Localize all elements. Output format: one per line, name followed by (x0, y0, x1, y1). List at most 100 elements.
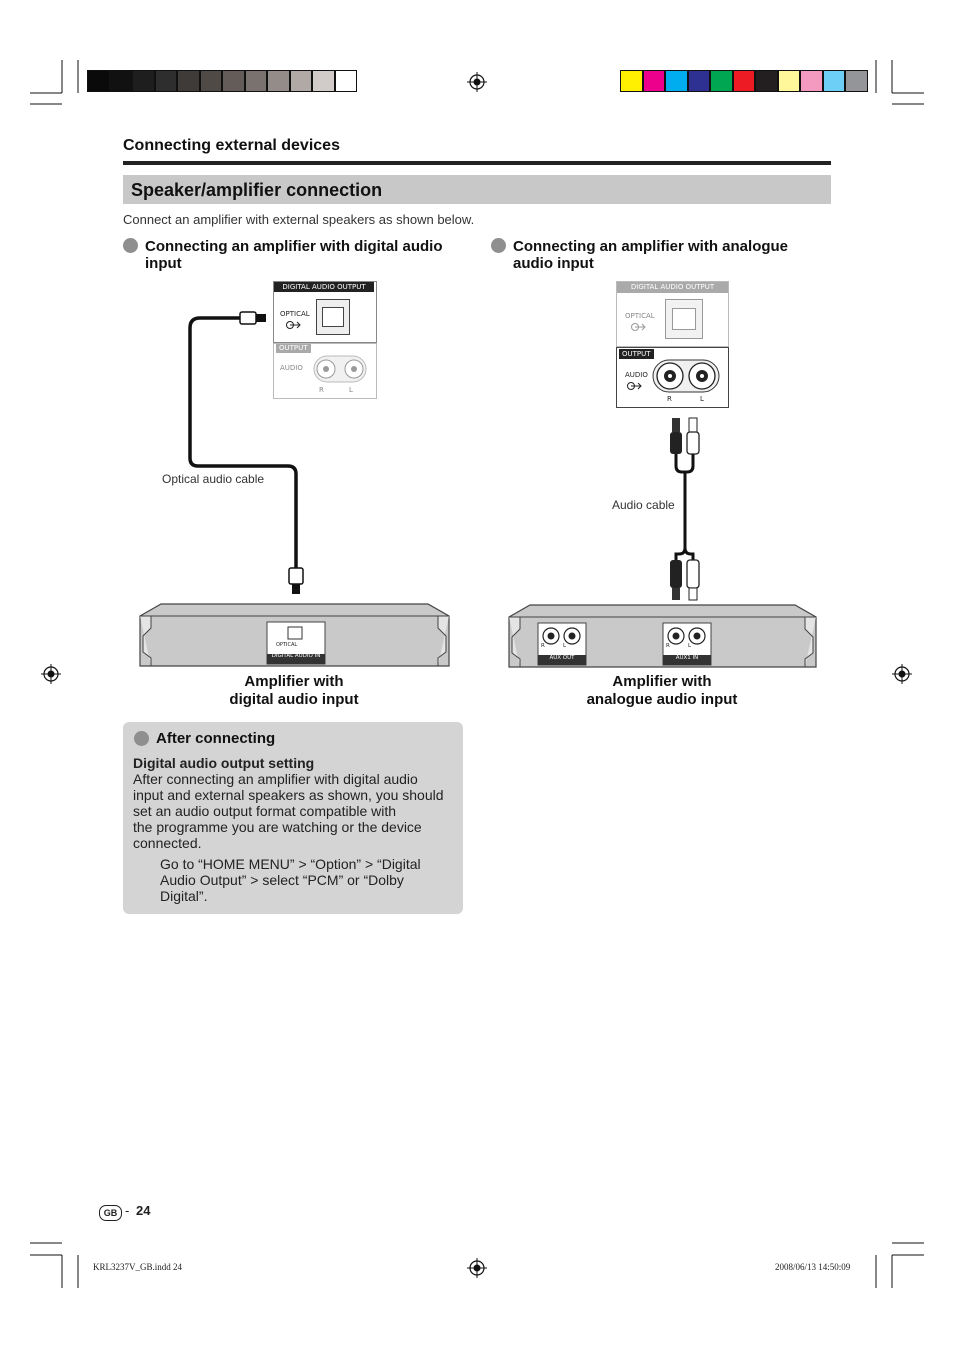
aux1-in-r-label: R (666, 643, 670, 649)
color-swatch (777, 70, 800, 92)
left-heading: Connecting an amplifier with digital aud… (145, 238, 443, 272)
aux1-in-label: AUX1 IN (675, 655, 699, 661)
right-caption-line2: analogue audio input (586, 691, 738, 708)
gray-swatch (334, 70, 357, 92)
intro-text: Connect an amplifier with external speak… (123, 212, 475, 227)
right-heading-line2: audio input (513, 255, 594, 272)
left-caption-line2: digital audio input (229, 691, 359, 708)
aux-out-l-label: L (563, 643, 567, 649)
panel-output-header: OUTPUT (619, 349, 654, 359)
after-connecting-box (123, 722, 463, 914)
optical-port (665, 299, 703, 339)
gray-swatch (312, 70, 335, 92)
gray-swatch (199, 70, 222, 92)
optical-cable-label: Optical audio cable (162, 472, 265, 486)
bullet-icon (491, 238, 506, 253)
color-swatch (642, 70, 665, 92)
jack-l-label: L (349, 386, 353, 394)
left-caption-line1: Amplifier with (244, 673, 344, 690)
aux-out-label: AUX OUT (549, 655, 575, 661)
registration-target-icon (467, 72, 487, 92)
left-heading-line1: Connecting an amplifier with digital aud… (145, 238, 443, 255)
page-number: 24 (136, 1203, 151, 1218)
color-swatch (800, 70, 823, 92)
note-subtitle: Digital audio output setting (133, 755, 315, 771)
note-body-line: After connecting an amplifier with digit… (133, 771, 418, 787)
amp-digital-audio-in-label: DIGITAL AUDIO IN (271, 653, 321, 659)
note-instruction: Go to “HOME MENU” > “Option” > “Digital … (160, 856, 455, 904)
gray-swatch (154, 70, 177, 92)
note-body: After connecting an amplifier with digit… (133, 771, 458, 851)
gray-swatch (267, 70, 290, 92)
jack-r-label: R (319, 386, 324, 394)
optical-label: OPTICAL (625, 312, 655, 320)
note-instruction-line: Digital”. (160, 888, 208, 904)
jack-l-label: L (700, 395, 704, 403)
amplifier-digital (139, 603, 450, 667)
color-swatch (687, 70, 710, 92)
audio-cable-label: Audio cable (612, 498, 675, 512)
note-title: After connecting (156, 730, 276, 747)
gray-swatch (177, 70, 200, 92)
print-file-name: KRL3237V_GB.indd 24 (93, 1262, 183, 1272)
rca-audio-cable (670, 417, 700, 601)
right-heading: Connecting an amplifier with analogue au… (513, 238, 788, 272)
gray-swatch (109, 70, 132, 92)
audio-label: AUDIO (625, 371, 648, 379)
color-swatch (710, 70, 733, 92)
audio-label: AUDIO (280, 364, 303, 372)
panel-header: DIGITAL AUDIO OUTPUT (274, 282, 374, 292)
left-heading-line2: input (145, 255, 182, 272)
bullet-icon (134, 731, 149, 746)
page-title: Speaker/amplifier connection (131, 180, 383, 200)
section-rule (123, 161, 831, 165)
panel-output-header: OUTPUT (276, 344, 311, 353)
color-swatch (845, 70, 868, 92)
note-instruction-line: Audio Output” > select “PCM” or “Dolby (160, 872, 404, 888)
note-instruction-line: Go to “HOME MENU” > “Option” > “Digital (160, 856, 421, 872)
tv-analogue-output-panel-faded: OUTPUT AUDIO R L (273, 343, 377, 399)
color-swatch (665, 70, 688, 92)
title-band (123, 175, 831, 204)
note-body-line: connected. (133, 835, 202, 851)
optical-output-icon (631, 323, 646, 331)
note-body-line: the programme you are watching or the de… (133, 819, 422, 835)
gray-swatch (87, 70, 110, 92)
left-caption: Amplifier with digital audio input (194, 673, 394, 709)
gray-swatch (132, 70, 155, 92)
note-body-line: set an audio output format compatible wi… (133, 803, 397, 819)
amp-optical-label: OPTICAL (276, 642, 298, 648)
print-timestamp: 2008/06/13 14:50:09 (775, 1262, 851, 1272)
right-caption: Amplifier with analogue audio input (552, 673, 772, 709)
section-title: Connecting external devices (123, 137, 340, 154)
tv-digital-output-panel-faded: DIGITAL AUDIO OUTPUT OPTICAL (616, 281, 729, 347)
audio-output-icon (627, 382, 642, 390)
rca-jacks-icon (652, 359, 720, 393)
optical-port (316, 299, 350, 335)
tv-analogue-output-panel: OUTPUT AUDIO R L (616, 347, 729, 408)
right-caption-line1: Amplifier with (612, 673, 712, 690)
amplifier-analogue (508, 604, 817, 668)
color-swatch (822, 70, 845, 92)
gray-swatch (244, 70, 267, 92)
aux1-in-l-label: L (688, 643, 692, 649)
jack-r-label: R (667, 395, 672, 403)
gray-swatch (289, 70, 312, 92)
registration-target-icon (892, 664, 912, 684)
optical-label: OPTICAL (280, 310, 310, 318)
bullet-icon (123, 238, 138, 253)
optical-cable (188, 311, 304, 594)
region-badge: GB (99, 1205, 122, 1221)
registration-target-icon (41, 664, 61, 684)
right-heading-line1: Connecting an amplifier with analogue (513, 238, 789, 255)
color-swatch (620, 70, 643, 92)
color-swatch (755, 70, 778, 92)
registration-target-icon (467, 1258, 487, 1278)
color-swatch (732, 70, 755, 92)
rca-jacks-icon (313, 355, 367, 383)
tv-digital-output-panel: DIGITAL AUDIO OUTPUT OPTICAL (273, 281, 377, 343)
page-number-dash: - (125, 1203, 130, 1218)
panel-header: DIGITAL AUDIO OUTPUT (617, 282, 728, 293)
gray-swatch (222, 70, 245, 92)
